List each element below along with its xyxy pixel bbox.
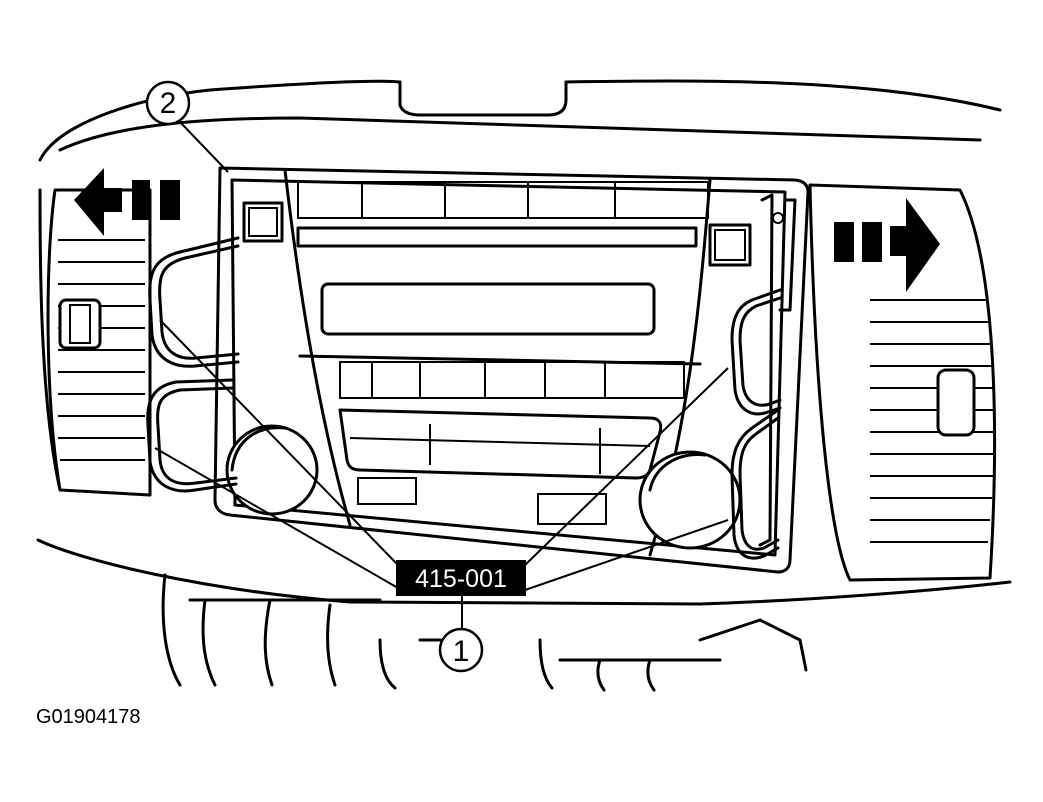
lower-console	[161, 573, 808, 692]
figure-id: G01904178	[36, 706, 141, 728]
tool-number-label: 415-001	[415, 565, 507, 593]
removal-tool-left	[146, 236, 240, 493]
tool-number-box: 415-001	[396, 560, 526, 596]
left-air-vent	[46, 188, 152, 497]
callout-2: 2	[145, 80, 191, 126]
callout-1-label: 1	[453, 635, 470, 668]
radio-unit	[213, 166, 810, 574]
arrow-right-icon	[834, 198, 940, 292]
callout-2-label: 2	[160, 87, 177, 120]
callout-1: 1	[438, 627, 484, 673]
leader-lines	[154, 121, 729, 628]
arrow-left-icon	[74, 168, 180, 236]
removal-tool-right	[730, 288, 782, 560]
right-air-vent	[808, 183, 997, 582]
